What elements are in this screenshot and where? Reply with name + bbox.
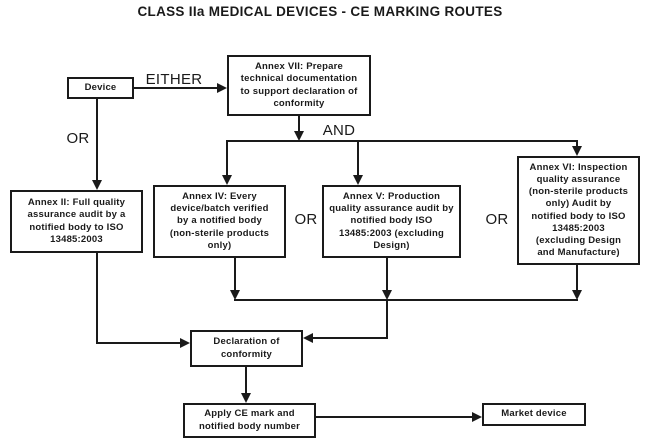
arrowhead-into-declaration-right [303,333,313,343]
label-either: EITHER [145,71,203,88]
connector-apply-to-market [316,416,472,418]
node-declaration-of-conformity: Declaration of conformity [190,330,303,367]
connector-merge-to-declaration [312,337,388,339]
label-or-middle: OR [294,211,318,228]
connector-annex-ii-to-declaration [96,342,181,344]
node-annex-vi: Annex VI: Inspection quality assurance (… [517,156,640,265]
arrowhead-into-annex-iv [222,175,232,185]
connector-merge-down [386,301,388,339]
connector-declaration-to-apply [245,367,247,394]
node-annex-vii: Annex VII: Prepare technical documentati… [227,55,371,116]
label-or-right: OR [485,211,509,228]
connector-branch-to-annex-v [357,142,359,175]
connector-annex-vi-to-merge [576,264,578,290]
arrowhead-into-annex-ii [92,180,102,190]
node-apply-ce-mark: Apply CE mark and notified body number [183,403,316,438]
arrowhead-annex-iv-merge [230,290,240,300]
connector-annex-ii-down [96,253,98,344]
node-annex-v: Annex V: Production quality assurance au… [322,185,461,258]
node-annex-ii: Annex II: Full quality assurance audit b… [10,190,143,253]
arrowhead-into-market [472,412,482,422]
merge-line [234,299,578,301]
arrowhead-annex-v-merge [382,290,392,300]
label-or-left: OR [66,130,90,147]
arrowhead-annex-vi-merge [572,290,582,300]
connector-annex-v-to-merge [386,257,388,290]
connector-annex-vii-to-branch [298,116,300,131]
arrowhead-into-annex-vii [217,83,227,93]
arrowhead-into-apply [241,393,251,403]
label-and: AND [322,122,356,139]
diagram-title: CLASS IIa MEDICAL DEVICES - CE MARKING R… [137,4,503,19]
connector-branch-to-annex-vi [576,142,578,147]
connector-device-to-annex-vii [133,87,217,89]
connector-annex-iv-to-merge [234,257,236,290]
connector-device-to-annex-ii [96,99,98,180]
arrowhead-into-declaration-left [180,338,190,348]
arrowhead-into-annex-vi [572,146,582,156]
arrowhead-onto-branch-line [294,131,304,141]
branch-line [226,140,578,142]
node-market-device: Market device [482,403,586,426]
connector-branch-to-annex-iv [226,142,228,175]
node-device: Device [67,77,134,99]
node-annex-iv: Annex IV: Every device/batch verified by… [153,185,286,258]
arrowhead-into-annex-v [353,175,363,185]
